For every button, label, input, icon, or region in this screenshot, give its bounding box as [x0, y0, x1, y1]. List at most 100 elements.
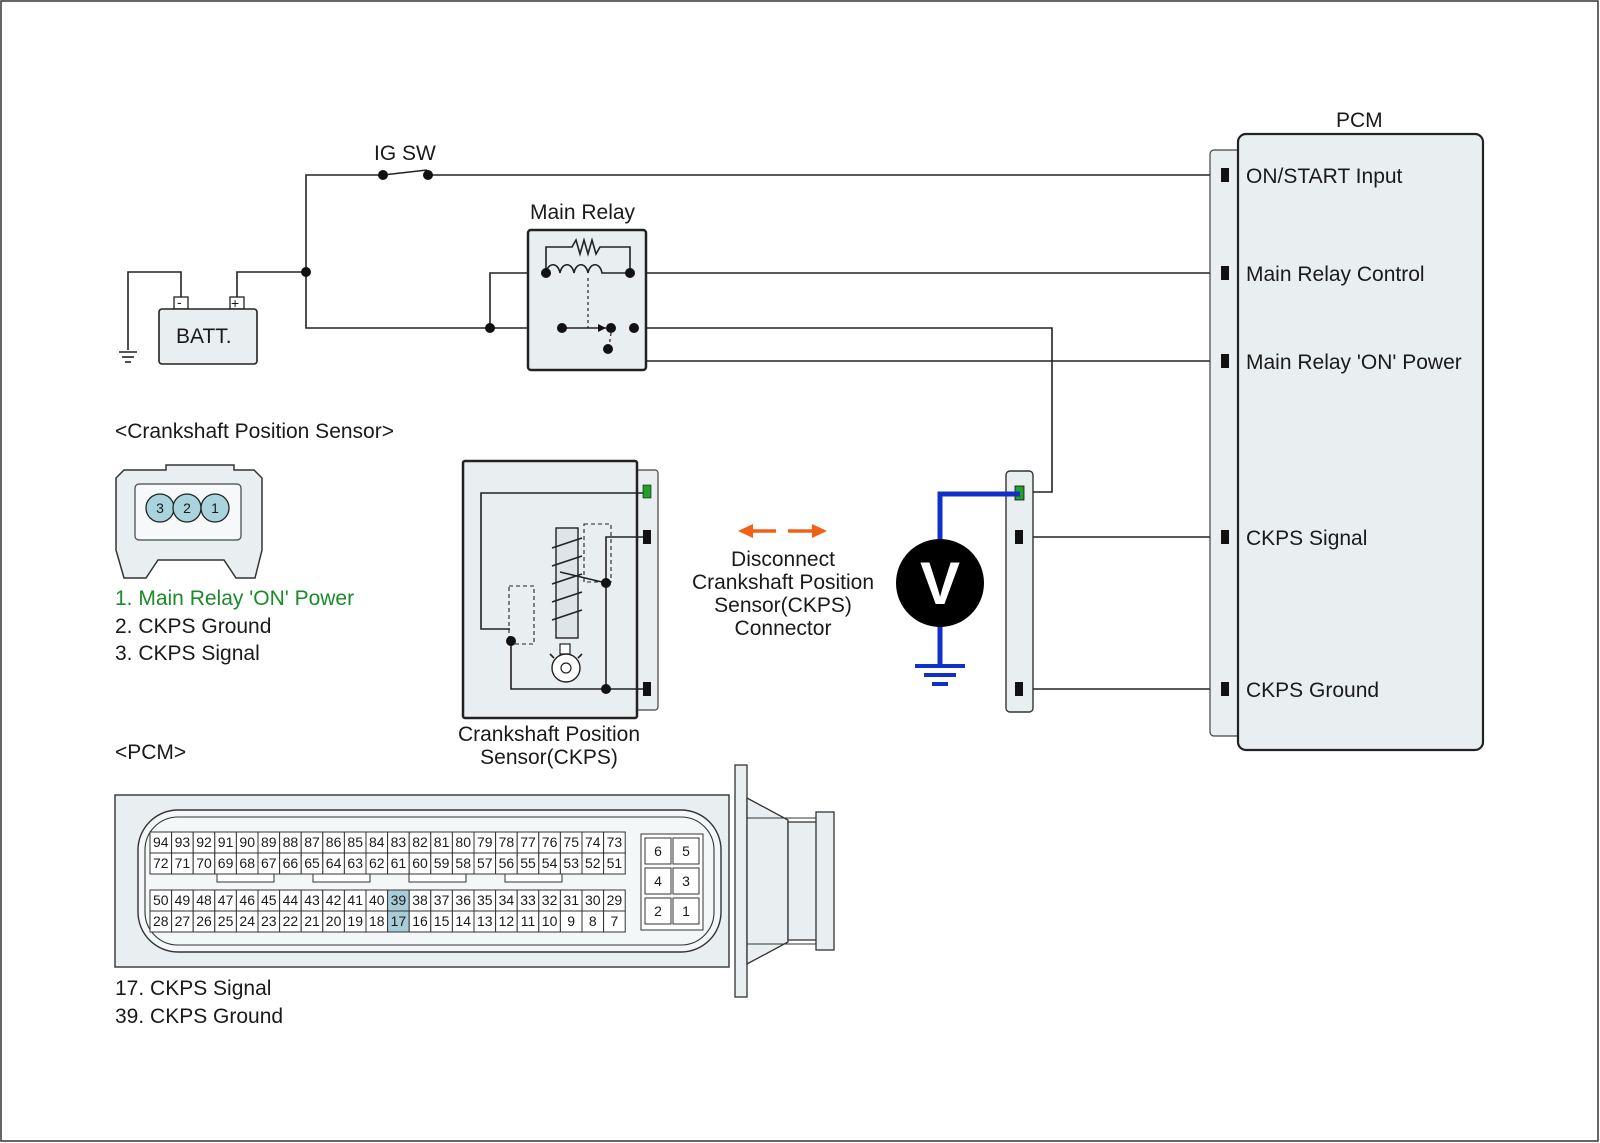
pcm-pin-label: 52 [585, 855, 601, 871]
main-relay: Main Relay [526, 201, 648, 372]
pcm-pin-label: 71 [175, 855, 191, 871]
pcm-pin-label: 7 [611, 913, 619, 929]
pcm-pin-42: 42 [322, 889, 345, 912]
pcm-pin-6: 6 [644, 837, 672, 865]
pcm-pin-label: 62 [369, 855, 385, 871]
pcm-pin-label: 84 [369, 834, 385, 850]
pcm-pin-label: 4 [654, 873, 662, 889]
pcm-pin-label: 56 [499, 855, 515, 871]
pcm-pin-label: 73 [607, 834, 623, 850]
pcm-pin-label: 79 [477, 834, 493, 850]
ckps-connector-face: <Crankshaft Position Sensor> 3 2 1 1. Ma… [115, 420, 394, 665]
ckps-pin-1 [200, 493, 230, 523]
pcm-pin-85: 85 [343, 831, 367, 854]
pcm-pin-48: 48 [192, 889, 216, 912]
pcm-pin-40: 40 [365, 889, 389, 912]
pcm-pin-label: 18 [369, 913, 385, 929]
instruction-line-4: Connector [735, 617, 832, 640]
pcm-pin-18: 18 [365, 910, 389, 933]
pcm-pin-label: 63 [347, 855, 363, 871]
pcm-pin-label: 51 [607, 855, 623, 871]
pcm-pin-83: 83 [387, 831, 410, 854]
pcm-pin-51: 51 [603, 852, 626, 875]
pcm-pin-45: 45 [257, 889, 281, 912]
voltmeter: V [896, 491, 1020, 686]
ckps-pin-1-label: 1 [211, 500, 219, 516]
pcm-pin-70: 70 [192, 852, 216, 875]
pcm-pin-label: 21 [304, 913, 320, 929]
pcm-module: PCM ON/START Input Main Relay Control Ma… [1209, 109, 1485, 752]
battery-positive-label: + [231, 295, 239, 311]
battery: - + BATT. [158, 294, 258, 365]
pcm-pin-23: 23 [257, 910, 281, 933]
pcm-pin-27: 27 [171, 910, 194, 933]
pcm-pin-73: 73 [603, 831, 626, 854]
pcm-pin-2: 2 [644, 897, 672, 925]
pcm-pin-76: 76 [538, 831, 561, 854]
pcm-terminal-main-relay-on-power: Main Relay 'ON' Power [1246, 351, 1462, 374]
pcm-pin-label: 91 [218, 834, 234, 850]
pcm-pin-label: 76 [542, 834, 558, 850]
pcm-pin-label: 36 [455, 892, 471, 908]
pcm-terminal-ckps-signal: CKPS Signal [1246, 527, 1367, 550]
pcm-pin-label: 49 [175, 892, 191, 908]
pcm-pin-label: 17 [391, 913, 407, 929]
junction-dots [301, 170, 495, 333]
pcm-pin-label: 2 [654, 903, 662, 919]
pcm-pin-label: 16 [412, 913, 428, 929]
ckps-sensor: Crankshaft Position Sensor(CKPS) [458, 459, 659, 769]
pcm-pin-label: 41 [347, 892, 363, 908]
pcm-pin-label: 6 [654, 843, 662, 859]
pcm-pin-label: 61 [391, 855, 407, 871]
pcm-pin-label: 83 [391, 834, 407, 850]
pcm-pin-3: 3 [672, 867, 700, 895]
pcm-pin-4: 4 [644, 867, 672, 895]
pcm-pin-label: 27 [175, 913, 191, 929]
pcm-pin-91: 91 [214, 831, 237, 854]
pcm-pin-65: 65 [300, 852, 324, 875]
pcm-pin-label: 14 [455, 913, 471, 929]
pcm-pin-label: 25 [218, 913, 234, 929]
pcm-pin-label: 89 [261, 834, 277, 850]
pcm-pin-22: 22 [279, 910, 302, 933]
pcm-pin-33: 33 [516, 889, 540, 912]
pcm-pin-88: 88 [279, 831, 302, 854]
pcm-pin-7: 7 [603, 910, 626, 933]
pcm-pin-label: 50 [153, 892, 169, 908]
pcm-pin-label: 70 [196, 855, 212, 871]
double-arrow-icon [738, 524, 827, 538]
ckps-legend-1: 1. Main Relay 'ON' Power [115, 587, 354, 610]
pcm-pin-20: 20 [322, 910, 345, 933]
pcm-pin-label: 82 [412, 834, 428, 850]
pcm-pin-63: 63 [343, 852, 367, 875]
ig-switch-label: IG SW [374, 142, 436, 165]
pcm-pin-47: 47 [214, 889, 237, 912]
pcm-pin-55: 55 [516, 852, 540, 875]
instruction-line-1: Disconnect [731, 548, 835, 571]
pcm-pin-label: 57 [477, 855, 493, 871]
pcm-pin-label: 69 [218, 855, 234, 871]
pcm-pin-14: 14 [451, 910, 475, 933]
pcm-pin-79: 79 [473, 831, 497, 854]
pcm-pin-64: 64 [322, 852, 345, 875]
pcm-pin-86: 86 [322, 831, 345, 854]
pcm-pin-58: 58 [451, 852, 475, 875]
pcm-pin-label: 37 [434, 892, 450, 908]
pcm-pin-74: 74 [581, 831, 605, 854]
pcm-pin-label: 26 [196, 913, 212, 929]
pcm-pin-label: 46 [239, 892, 255, 908]
pcm-pin-label: 9 [567, 913, 575, 929]
pcm-pin-87: 87 [300, 831, 324, 854]
pcm-pin-label: 94 [153, 834, 169, 850]
pcm-pin-39: 39 [387, 889, 410, 912]
pcm-pin-66: 66 [279, 852, 302, 875]
battery-label: BATT. [176, 325, 232, 348]
pcm-pin-label: 72 [153, 855, 169, 871]
pcm-pin-label: 33 [520, 892, 536, 908]
pcm-pin-28: 28 [149, 910, 173, 933]
pcm-pin-71: 71 [171, 852, 194, 875]
pcm-pin-label: 10 [542, 913, 558, 929]
